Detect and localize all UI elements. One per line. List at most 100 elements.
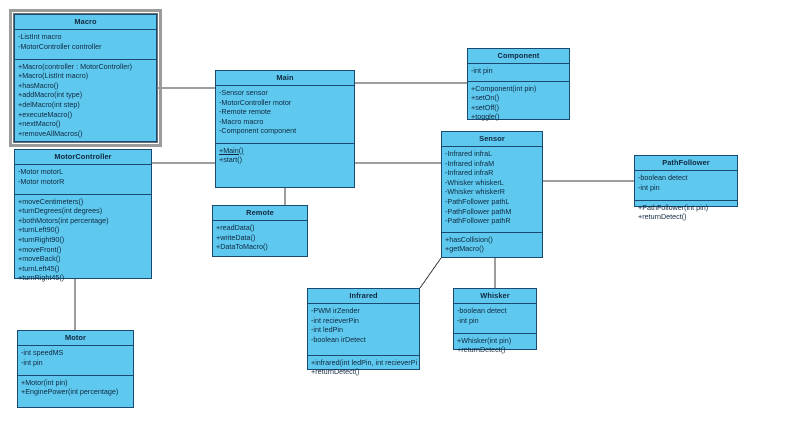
method-row: +turnRight90() — [18, 234, 65, 244]
attribute-row: -int pin — [471, 66, 493, 76]
methods-compartment-sensor: +hasCollision()+getMacro() — [442, 231, 542, 257]
class-box-component[interactable]: Component-int pin+Component(int pin)+set… — [467, 48, 570, 121]
class-name-whisker: Whisker — [454, 289, 536, 305]
method-row: +infrared(int ledPin, int recieverPin) — [311, 357, 417, 367]
attribute-row: -Remote remote — [219, 107, 271, 117]
attribute-row: -int ledPin — [311, 325, 343, 335]
method-row: +returnDetect() — [311, 367, 360, 377]
method-row: +Whisker(int pin) — [457, 335, 512, 345]
attributes-compartment-motorcontroller: -Motor motorL-Motor motorR — [15, 165, 151, 194]
methods-compartment-component: +Component(int pin)+setOn()+setOff()+tog… — [468, 80, 569, 125]
class-name-component: Component — [468, 49, 569, 65]
class-box-macro[interactable]: Macro-ListInt macro-MotorController cont… — [9, 9, 162, 147]
attribute-row: -boolean irDetect — [311, 334, 366, 344]
method-row: +hasCollision() — [445, 234, 493, 244]
class-box-remote[interactable]: Remote+readData()+writeData()+DataToMacr… — [212, 205, 308, 257]
attributes-compartment-whisker: -boolean detect-int pin — [454, 304, 536, 333]
method-row: +Motor(int pin) — [21, 377, 68, 387]
method-row: +turnLeft90() — [18, 225, 60, 235]
class-name-sensor: Sensor — [442, 132, 542, 148]
method-row: +hasMacro() — [18, 80, 59, 90]
attribute-row: -Infrared infraM — [445, 158, 495, 168]
attributes-compartment-motor: -int speedMS-int pin — [18, 346, 133, 375]
method-row: +nextMacro() — [18, 119, 61, 129]
class-box-motor[interactable]: Motor-int speedMS-int pin+Motor(int pin)… — [17, 330, 134, 408]
attribute-row: -int pin — [638, 182, 660, 192]
class-box-infrared[interactable]: Infrared-PWM irZender-int recieverPin-in… — [307, 288, 420, 376]
attribute-row: -ListInt macro — [18, 32, 62, 42]
method-row: +returnDetect() — [457, 345, 506, 355]
method-row: +moveBack() — [18, 254, 61, 264]
attribute-row: -Sensor sensor — [219, 88, 268, 98]
method-row: +readData() — [216, 223, 255, 233]
method-row: +toggle() — [471, 112, 500, 122]
attribute-row: -MotorController controller — [18, 41, 102, 51]
class-name-remote: Remote — [213, 206, 307, 222]
attribute-row: -int recieverPin — [311, 315, 359, 325]
method-row: +getMacro() — [445, 244, 484, 254]
attribute-row: -Motor motorR — [18, 176, 65, 186]
method-row: +turnLeft45() — [18, 263, 60, 273]
method-row: +DataToMacro() — [216, 242, 268, 252]
attribute-row: -boolean detect — [457, 306, 507, 316]
class-name-macro: Macro — [15, 15, 156, 31]
method-row: +addMacro(int type) — [18, 90, 83, 100]
method-row: +Macro(controller : MotorController) — [18, 61, 133, 71]
methods-compartment-macro: +Macro(controller : MotorController)+Mac… — [15, 58, 156, 141]
attribute-row: -int pin — [21, 357, 43, 367]
class-box-whisker[interactable]: Whisker-boolean detect-int pin +Whisker(i… — [453, 288, 537, 354]
attribute-row: -int pin — [457, 315, 479, 325]
attribute-row: -PathFollower pathM — [445, 206, 512, 216]
method-row: +Component(int pin) — [471, 83, 537, 93]
methods-compartment-main: +Main()+start() — [216, 142, 354, 168]
method-row: +turnDegrees(int degrees) — [18, 206, 103, 216]
class-box-pathfollower[interactable]: PathFollower-boolean detect-int pin +Path… — [634, 155, 738, 221]
methods-compartment-infrared: +infrared(int ledPin, int recieverPin)+r… — [308, 354, 419, 380]
method-row: +writeData() — [216, 232, 256, 242]
method-row: +moveCentimeters() — [18, 196, 84, 206]
connector-sensor-infrared[interactable] — [419, 257, 442, 289]
class-box-motorcontroller[interactable]: MotorController-Motor motorL-Motor motor… — [14, 149, 152, 282]
method-row: +moveFront() — [18, 244, 62, 254]
attribute-row: -PathFollower pathL — [445, 197, 510, 207]
attribute-row: -Infrared infraL — [445, 149, 493, 159]
method-row: +Main() — [219, 145, 244, 155]
method-row: +Macro(ListInt macro) — [18, 71, 89, 81]
class-name-motor: Motor — [18, 331, 133, 347]
class-name-motorcontroller: MotorController — [15, 150, 151, 166]
method-row: +removeAllMacros() — [18, 128, 83, 138]
method-row: +start() — [219, 155, 242, 165]
class-name-main: Main — [216, 71, 354, 87]
attribute-row: -Whisker whiskerR — [445, 187, 505, 197]
attributes-compartment-infrared: -PWM irZender-int recieverPin-int ledPin… — [308, 304, 419, 355]
class-box-sensor[interactable]: Sensor-Infrared infraL-Infrared infraM-I… — [441, 131, 543, 258]
attributes-compartment-main: -Sensor sensor-MotorController motor-Rem… — [216, 86, 354, 143]
class-name-pathfollower: PathFollower — [635, 156, 737, 172]
attribute-row: -Component component — [219, 126, 297, 136]
method-row: +bothMotors(int percentage) — [18, 215, 109, 225]
method-row: +PathFollower(int pin) — [638, 202, 709, 212]
attribute-row: -int speedMS — [21, 348, 64, 358]
attributes-compartment-sensor: -Infrared infraL-Infrared infraM-Infrare… — [442, 147, 542, 232]
method-row: +delMacro(int step) — [18, 99, 80, 109]
attribute-row: -Motor motorL — [18, 167, 64, 177]
methods-compartment-motor: +Motor(int pin)+EnginePower(int percenta… — [18, 374, 133, 400]
attribute-row: -PWM irZender — [311, 306, 360, 316]
method-row: +setOff() — [471, 102, 500, 112]
attribute-row: -Whisker whiskerL — [445, 177, 504, 187]
methods-compartment-pathfollower: +PathFollower(int pin)+returnDetect() — [635, 199, 737, 225]
attribute-row: -Macro macro — [219, 116, 264, 126]
method-row: +EnginePower(int percentage) — [21, 387, 119, 397]
attributes-compartment-macro: -ListInt macro-MotorController controlle… — [15, 30, 156, 59]
attributes-compartment-component: -int pin — [468, 64, 569, 81]
methods-compartment-motorcontroller: +moveCentimeters()+turnDegrees(int degre… — [15, 193, 151, 286]
attribute-row: -boolean detect — [638, 173, 688, 183]
methods-compartment-remote: +readData()+writeData()+DataToMacro() — [213, 221, 307, 254]
class-box-main[interactable]: Main-Sensor sensor-MotorController motor… — [215, 70, 355, 188]
attributes-compartment-pathfollower: -boolean detect-int pin — [635, 171, 737, 200]
attribute-row: -Infrared infraR — [445, 168, 494, 178]
method-row: +setOn() — [471, 93, 500, 103]
methods-compartment-whisker: +Whisker(int pin)+returnDetect() — [454, 332, 536, 358]
method-row: +turnRight45() — [18, 273, 65, 283]
